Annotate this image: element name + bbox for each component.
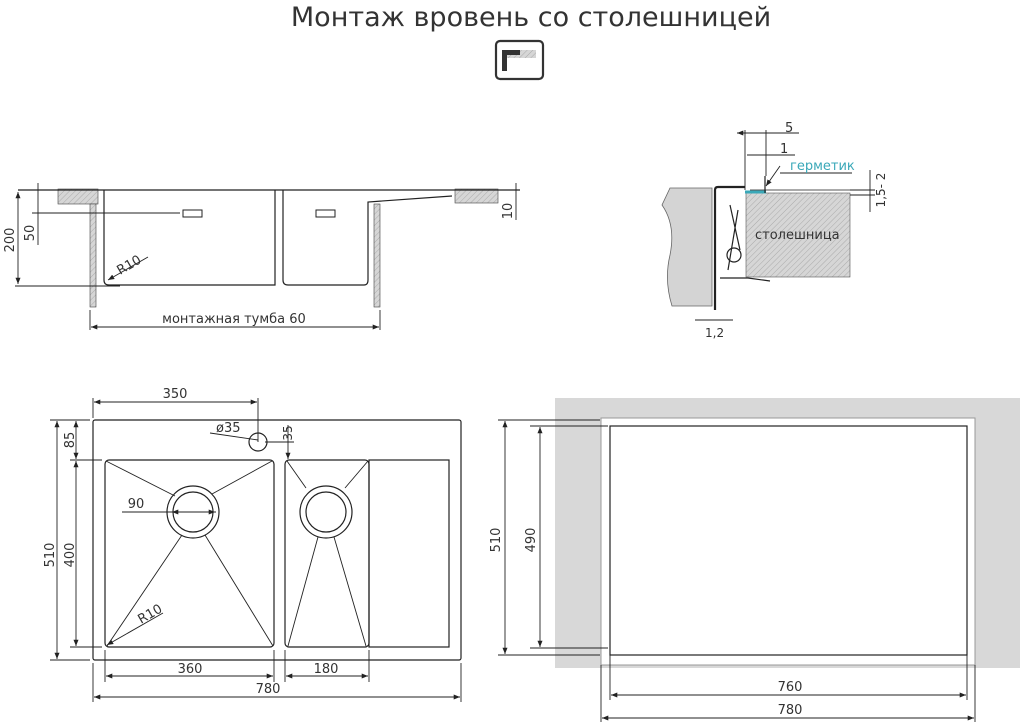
drain-label: 90 <box>128 497 145 512</box>
dim-5-label: 5 <box>785 121 793 136</box>
side-section-view: 200 50 10 R10 монтажная тумба 60 <box>3 183 520 330</box>
radius-label: R10 <box>136 602 166 628</box>
cutout-510-label: 510 <box>489 528 504 553</box>
overflow-50-label: 50 <box>23 225 38 242</box>
dim-1-label: 1 <box>780 142 788 157</box>
tap-offset-label: 350 <box>163 387 188 402</box>
dim-85-label: 85 <box>63 432 78 449</box>
thickness-label: 1,2 <box>705 326 724 340</box>
detail-section-view: 5 1 герметик 1,5- 2 столешница 1,2 <box>661 121 888 340</box>
sealant-label: герметик <box>790 159 855 174</box>
cabinet-label: монтажная тумба 60 <box>162 312 306 327</box>
cutout-780-label: 780 <box>778 703 803 718</box>
cutout-760-label: 760 <box>778 680 803 695</box>
dim-180-label: 180 <box>314 662 339 677</box>
dim-780-label: 780 <box>256 682 281 697</box>
tap-edge-label: 35 <box>281 425 295 440</box>
depth-label: 1,5- 2 <box>874 173 888 208</box>
page-title: Монтаж вровень со столешницей <box>291 2 771 33</box>
countertop-label: столешница <box>755 228 840 243</box>
flush-mount-icon <box>494 39 545 81</box>
height-200-label: 200 <box>3 228 18 253</box>
dim-510-label: 510 <box>43 543 58 568</box>
rim-10-label: 10 <box>501 203 516 220</box>
radius-label: R10 <box>115 253 145 279</box>
dim-360-label: 360 <box>178 662 203 677</box>
dim-400-label: 400 <box>63 543 78 568</box>
cutout-490-label: 490 <box>524 528 539 553</box>
plan-view: 350 ø35 35 85 400 510 90 R10 360 180 780 <box>43 387 462 702</box>
tap-hole-label: ø35 <box>216 421 241 436</box>
cutout-view: 510 490 760 780 <box>489 398 1020 722</box>
